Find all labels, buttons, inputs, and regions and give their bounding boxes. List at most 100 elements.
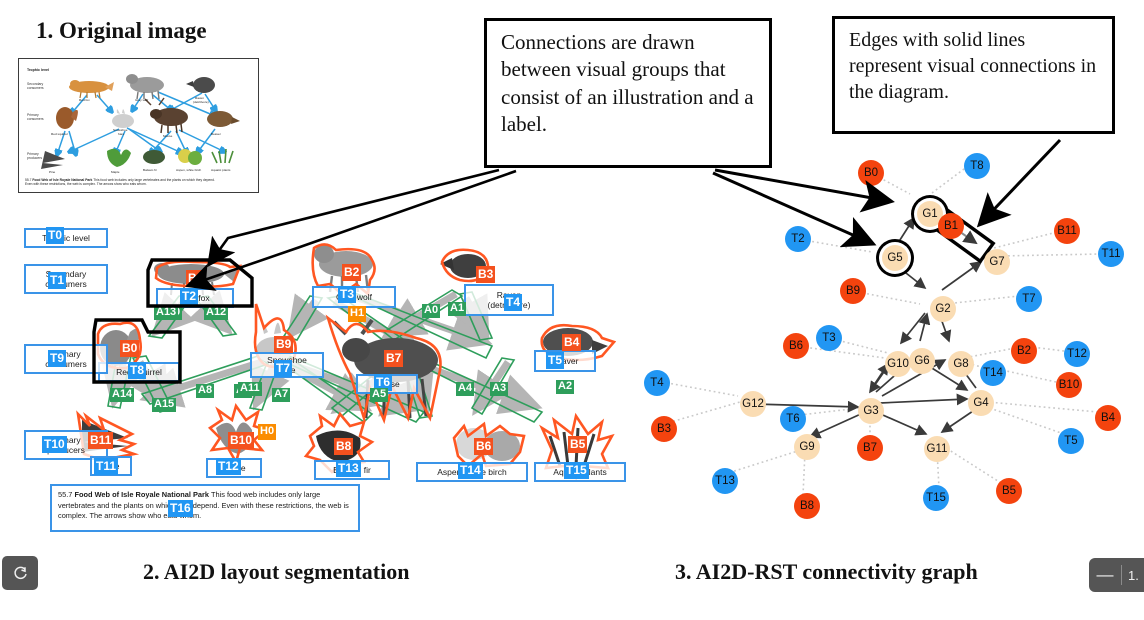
graph-node-G9[interactable]: G9	[794, 434, 820, 460]
graph-node-B8[interactable]: B8	[794, 493, 820, 519]
graph-node-T11[interactable]: T11	[1098, 241, 1124, 267]
graph-node-G6[interactable]: G6	[909, 348, 935, 374]
graph-node-G12[interactable]: G12	[740, 391, 766, 417]
blob-B7	[325, 314, 442, 425]
chip-B7[interactable]: B7	[384, 350, 404, 367]
chip-B6[interactable]: B6	[474, 438, 494, 455]
graph-node-G4[interactable]: G4	[968, 390, 994, 416]
chip-T15[interactable]: T15	[564, 462, 589, 479]
svg-text:Snowshoe: Snowshoe	[113, 128, 128, 132]
chip-B4[interactable]: B4	[562, 334, 582, 351]
graph-node-B7[interactable]: B7	[857, 435, 883, 461]
graph-node-G8[interactable]: G8	[948, 351, 974, 377]
page-title-segmentation: 2. AI2D layout segmentation	[143, 559, 410, 584]
callout-solid-edges: Edges with solid lines represent visual …	[832, 16, 1115, 134]
chip-B10[interactable]: B10	[228, 432, 255, 449]
page-title-original: 1. Original image	[36, 18, 207, 43]
graph-node-T14[interactable]: T14	[980, 360, 1006, 386]
chip-T13[interactable]: T13	[336, 460, 361, 477]
graph-node-B1[interactable]: B1	[938, 213, 964, 239]
graph-node-T8[interactable]: T8	[964, 153, 990, 179]
chip-A13[interactable]: A13	[154, 306, 179, 320]
callout-visual-groups: Connections are drawn between visual gro…	[484, 18, 772, 168]
graph-node-B0[interactable]: B0	[858, 160, 884, 186]
graph-node-G2[interactable]: G2	[930, 296, 956, 322]
page-title-graph: 3. AI2D-RST connectivity graph	[675, 559, 978, 584]
chip-B5[interactable]: B5	[568, 436, 588, 453]
chip-A2[interactable]: A2	[556, 380, 575, 394]
graph-node-G11[interactable]: G11	[924, 436, 950, 462]
chip-T11[interactable]: T11	[94, 458, 119, 475]
reload-icon[interactable]	[2, 556, 38, 590]
graph-node-B2[interactable]: B2	[1011, 338, 1037, 364]
chip-B1[interactable]: B1	[186, 270, 206, 287]
chip-T12[interactable]: T12	[216, 458, 241, 475]
graph-node-B5[interactable]: B5	[996, 478, 1022, 504]
graph-node-T2[interactable]: T2	[785, 226, 811, 252]
graph-node-T5[interactable]: T5	[1058, 428, 1084, 454]
chip-A3[interactable]: A3	[490, 382, 509, 396]
seg-caption-body: This food web includes only large verteb…	[58, 490, 349, 521]
graph-node-G5[interactable]: G5	[882, 245, 908, 271]
zoom-control[interactable]: — 1.	[1089, 558, 1144, 592]
graph-node-B4[interactable]: B4	[1095, 405, 1121, 431]
chip-T1[interactable]: T1	[48, 272, 67, 289]
chip-A15[interactable]: A15	[152, 398, 177, 412]
chip-T10[interactable]: T10	[42, 436, 67, 453]
graph-node-T4[interactable]: T4	[644, 370, 670, 396]
chip-H0[interactable]: H0	[258, 424, 277, 440]
graph-node-B3[interactable]: B3	[651, 416, 677, 442]
chip-T16[interactable]: T16	[168, 500, 193, 517]
chip-B11[interactable]: B11	[88, 432, 114, 449]
graph-node-G3[interactable]: G3	[858, 398, 884, 424]
graph-node-B10[interactable]: B10	[1056, 372, 1082, 398]
chip-A1[interactable]: A1	[448, 302, 467, 316]
svg-text:Balsam fir: Balsam fir	[143, 168, 157, 172]
segmentation-caption-box[interactable]: 55.7 Food Web of Isle Royale National Pa…	[50, 484, 360, 532]
chip-T8[interactable]: T8	[128, 362, 147, 379]
chip-A11[interactable]: A11	[238, 382, 262, 396]
graph-node-T6[interactable]: T6	[780, 406, 806, 432]
graph-node-T3[interactable]: T3	[816, 325, 842, 351]
chip-A4[interactable]: A4	[456, 382, 475, 396]
text-box-T0[interactable]: Trophic level	[24, 228, 108, 248]
chip-T14[interactable]: T14	[458, 462, 483, 479]
chip-B2[interactable]: B2	[342, 264, 362, 281]
chip-B3[interactable]: B3	[476, 266, 496, 283]
chip-T5[interactable]: T5	[546, 352, 565, 369]
chip-A7[interactable]: A7	[272, 388, 291, 402]
chip-A14[interactable]: A14	[110, 388, 135, 402]
chip-A5[interactable]: A5	[370, 388, 389, 402]
text-box-T5[interactable]: Beaver	[534, 350, 596, 372]
original-image-card: Trophic level Secondary consumers Primar…	[18, 58, 259, 193]
graph-node-T13[interactable]: T13	[712, 468, 738, 494]
chip-A12[interactable]: A12	[204, 306, 229, 320]
chip-T2[interactable]: T2	[180, 288, 199, 305]
svg-text:Red fox: Red fox	[79, 98, 90, 102]
chip-T0[interactable]: T0	[46, 227, 65, 244]
zoom-out-button[interactable]: —	[1096, 565, 1114, 584]
graph-node-B11[interactable]: B11	[1054, 218, 1080, 244]
graph-node-T7[interactable]: T7	[1016, 286, 1042, 312]
graph-node-T15[interactable]: T15	[923, 485, 949, 511]
chip-A0[interactable]: A0	[422, 304, 441, 318]
chip-T4[interactable]: T4	[504, 294, 523, 311]
graph-node-T12[interactable]: T12	[1064, 341, 1090, 367]
graph-node-B9[interactable]: B9	[840, 278, 866, 304]
graph-node-B6[interactable]: B6	[783, 333, 809, 359]
chip-B8[interactable]: B8	[334, 438, 354, 455]
chip-B0[interactable]: B0	[120, 340, 140, 357]
graph-node-G7[interactable]: G7	[984, 249, 1010, 275]
svg-text:Secondary: Secondary	[27, 82, 44, 86]
graph-node-G10[interactable]: G10	[885, 351, 911, 377]
chip-B9[interactable]: B9	[274, 336, 294, 353]
chip-T7[interactable]: T7	[274, 360, 293, 377]
svg-text:consumers: consumers	[27, 86, 44, 90]
chip-T3[interactable]: T3	[338, 286, 357, 303]
chip-T9[interactable]: T9	[48, 350, 67, 367]
chip-H1[interactable]: H1	[348, 306, 367, 322]
svg-text:Red squirrel: Red squirrel	[51, 132, 68, 136]
chip-A8[interactable]: A8	[196, 384, 215, 398]
svg-text:producers: producers	[27, 156, 42, 160]
